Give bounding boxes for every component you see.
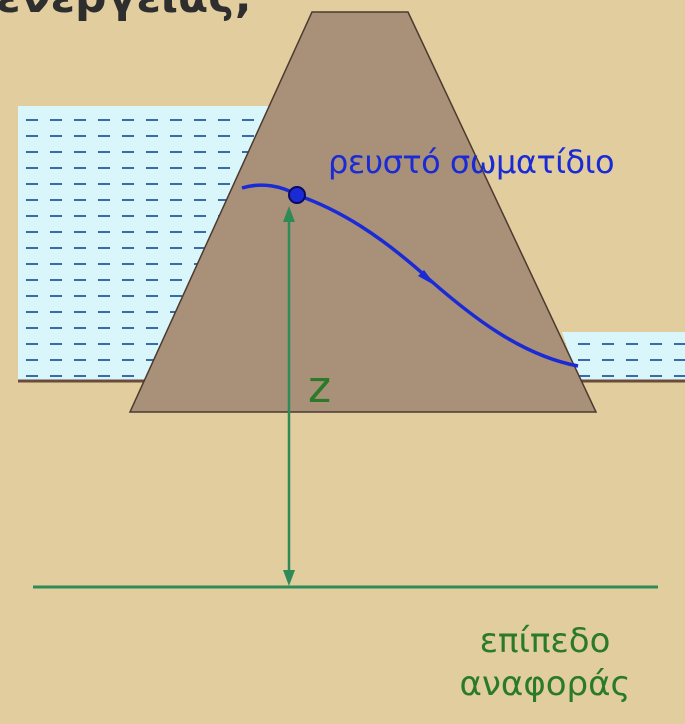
dam bbox=[128, 11, 598, 413]
header-text: ενέργειας; bbox=[0, 0, 252, 20]
reference-label-line1: επίπεδο bbox=[479, 621, 611, 661]
reference-label-line2: αναφοράς bbox=[459, 663, 631, 704]
particle-label: ρευστό σωματίδιο bbox=[328, 143, 615, 181]
downstream-water bbox=[562, 332, 685, 380]
fluid-particle bbox=[288, 186, 306, 204]
elevation-arrow-down-icon bbox=[283, 570, 295, 586]
streamline-path bbox=[241, 183, 579, 368]
upstream-water bbox=[18, 106, 274, 380]
elevation-label: z bbox=[308, 362, 332, 413]
path-arrow-icon bbox=[418, 270, 436, 286]
elevation-arrow-up-icon bbox=[283, 206, 295, 222]
reference-label: επίπεδο αναφοράς bbox=[420, 620, 670, 705]
